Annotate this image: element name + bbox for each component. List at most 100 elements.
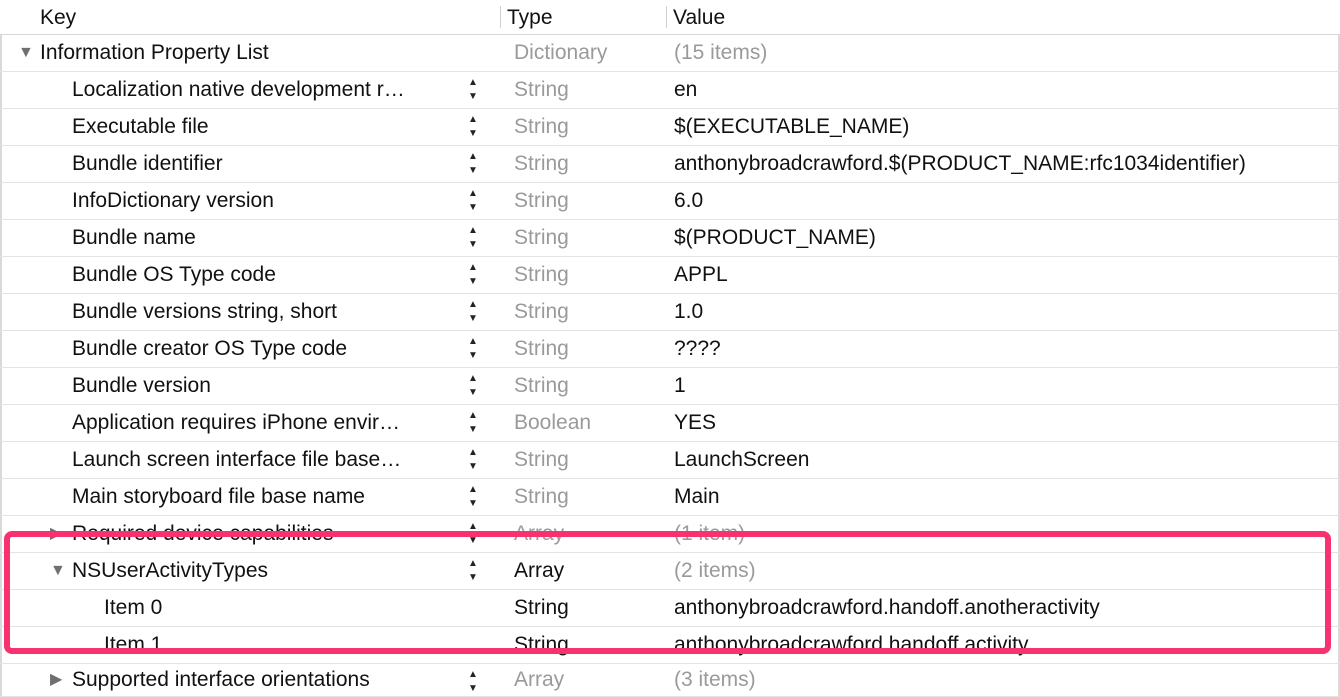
row-value[interactable]: Main xyxy=(674,485,720,508)
key-column-header[interactable]: Key xyxy=(40,6,77,29)
up-down-stepper-icon[interactable]: ▲▼ xyxy=(468,299,478,324)
table-row[interactable]: Localization native development r… ▲▼ St… xyxy=(0,72,1340,109)
row-value[interactable]: en xyxy=(674,78,698,101)
window-left-edge xyxy=(0,0,2,696)
row-value[interactable]: 1 xyxy=(674,374,686,397)
row-key: Bundle name xyxy=(72,226,196,249)
row-type[interactable]: String xyxy=(514,263,569,286)
row-value: (1 item) xyxy=(674,522,746,545)
row-type[interactable]: String xyxy=(514,300,569,323)
up-down-stepper-icon[interactable]: ▲▼ xyxy=(468,225,478,250)
row-type[interactable]: Array xyxy=(514,668,565,691)
table-row[interactable]: Bundle OS Type code ▲▼ String APPL xyxy=(0,257,1340,294)
row-type[interactable]: String xyxy=(514,374,569,397)
type-column-header[interactable]: Type xyxy=(507,6,553,29)
column-separator[interactable] xyxy=(500,6,501,28)
row-type[interactable]: String xyxy=(514,189,569,212)
row-value[interactable]: APPL xyxy=(674,263,728,286)
row-value[interactable]: $(EXECUTABLE_NAME) xyxy=(674,115,910,138)
row-key: Item 0 xyxy=(104,596,163,619)
up-down-stepper-icon[interactable]: ▲▼ xyxy=(468,558,478,583)
row-value[interactable]: anthonybroadcrawford.handoff.anotheracti… xyxy=(674,596,1100,619)
row-key: InfoDictionary version xyxy=(72,189,274,212)
disclosure-triangle-right-icon[interactable]: ▶ xyxy=(50,525,63,542)
table-row-activity-types[interactable]: ▼ NSUserActivityTypes ▲▼ Array (2 items) xyxy=(0,553,1340,590)
row-type[interactable]: String xyxy=(514,226,569,249)
value-column-header[interactable]: Value xyxy=(673,6,726,29)
disclosure-triangle-down-icon[interactable]: ▼ xyxy=(18,44,34,61)
row-value[interactable]: ???? xyxy=(674,337,721,360)
row-type[interactable]: String xyxy=(514,448,569,471)
row-key: Launch screen interface file base… xyxy=(72,448,402,471)
table-row-activity-item[interactable]: Item 1 String anthonybroadcrawford.hando… xyxy=(0,627,1340,664)
table-row[interactable]: Bundle creator OS Type code ▲▼ String ??… xyxy=(0,331,1340,368)
row-key: Application requires iPhone envir… xyxy=(72,411,401,434)
table-row[interactable]: InfoDictionary version ▲▼ String 6.0 xyxy=(0,183,1340,220)
row-key: Item 1 xyxy=(104,633,163,656)
disclosure-triangle-right-icon[interactable]: ▶ xyxy=(50,671,63,688)
row-value[interactable]: anthonybroadcrawford.handoff.activity xyxy=(674,633,1029,656)
column-header: Key Type Value xyxy=(0,0,1340,35)
table-row[interactable]: Launch screen interface file base… ▲▼ St… xyxy=(0,442,1340,479)
row-key: Bundle versions string, short xyxy=(72,300,337,323)
row-key: Supported interface orientations xyxy=(72,668,370,691)
table-row[interactable]: Application requires iPhone envir… ▲▼ Bo… xyxy=(0,405,1340,442)
up-down-stepper-icon[interactable]: ▲▼ xyxy=(468,336,478,361)
row-type[interactable]: Array xyxy=(514,559,565,582)
row-value: (3 items) xyxy=(674,668,756,691)
up-down-stepper-icon[interactable]: ▲▼ xyxy=(468,447,478,472)
table-row[interactable]: Executable file ▲▼ String $(EXECUTABLE_N… xyxy=(0,109,1340,146)
up-down-stepper-icon[interactable]: ▲▼ xyxy=(468,410,478,435)
up-down-stepper-icon[interactable]: ▲▼ xyxy=(468,77,478,102)
row-key: Main storyboard file base name xyxy=(72,485,365,508)
row-key: Executable file xyxy=(72,115,209,138)
row-value[interactable]: $(PRODUCT_NAME) xyxy=(674,226,876,249)
row-value[interactable]: LaunchScreen xyxy=(674,448,810,471)
row-value[interactable]: anthonybroadcrawford.$(PRODUCT_NAME:rfc1… xyxy=(674,152,1246,175)
row-key: Required device capabilities xyxy=(72,522,334,545)
row-type[interactable]: String xyxy=(514,633,569,656)
row-key: Bundle OS Type code xyxy=(72,263,276,286)
row-key: Bundle creator OS Type code xyxy=(72,337,348,360)
up-down-stepper-icon[interactable]: ▲▼ xyxy=(468,669,478,694)
row-type[interactable]: String xyxy=(514,596,569,619)
row-type[interactable]: String xyxy=(514,485,569,508)
row-key: Localization native development r… xyxy=(72,78,405,101)
row-value: (15 items) xyxy=(674,41,768,64)
up-down-stepper-icon[interactable]: ▲▼ xyxy=(468,188,478,213)
row-type: Dictionary xyxy=(514,41,608,64)
row-type[interactable]: String xyxy=(514,115,569,138)
window-right-edge xyxy=(1338,0,1340,696)
column-separator[interactable] xyxy=(666,6,667,28)
table-row[interactable]: Bundle version ▲▼ String 1 xyxy=(0,368,1340,405)
row-key: Bundle identifier xyxy=(72,152,223,175)
up-down-stepper-icon[interactable]: ▲▼ xyxy=(468,114,478,139)
up-down-stepper-icon[interactable]: ▲▼ xyxy=(468,262,478,287)
row-value[interactable]: YES xyxy=(674,411,717,434)
table-row-root[interactable]: ▼ Information Property List Dictionary (… xyxy=(0,35,1340,72)
up-down-stepper-icon[interactable]: ▲▼ xyxy=(468,521,478,546)
table-row[interactable]: Bundle identifier ▲▼ String anthonybroad… xyxy=(0,146,1340,183)
up-down-stepper-icon[interactable]: ▲▼ xyxy=(468,151,478,176)
row-type[interactable]: Boolean xyxy=(514,411,592,434)
table-row-activity-item[interactable]: Item 0 String anthonybroadcrawford.hando… xyxy=(0,590,1340,627)
row-value: (2 items) xyxy=(674,559,756,582)
row-type[interactable]: String xyxy=(514,152,569,175)
row-type[interactable]: String xyxy=(514,337,569,360)
row-value[interactable]: 1.0 xyxy=(674,300,704,323)
row-key: Information Property List xyxy=(40,41,269,64)
table-row-orientations[interactable]: ▶ Supported interface orientations ▲▼ Ar… xyxy=(0,664,1340,697)
row-key: NSUserActivityTypes xyxy=(72,559,269,582)
up-down-stepper-icon[interactable]: ▲▼ xyxy=(468,373,478,398)
table-row[interactable]: Bundle name ▲▼ String $(PRODUCT_NAME) xyxy=(0,220,1340,257)
row-type[interactable]: String xyxy=(514,78,569,101)
table-row[interactable]: Bundle versions string, short ▲▼ String … xyxy=(0,294,1340,331)
disclosure-triangle-down-icon[interactable]: ▼ xyxy=(50,562,66,579)
table-row-required-capabilities[interactable]: ▶ Required device capabilities ▲▼ Array … xyxy=(0,516,1340,553)
up-down-stepper-icon[interactable]: ▲▼ xyxy=(468,484,478,509)
row-type[interactable]: Array xyxy=(514,522,565,545)
row-value[interactable]: 6.0 xyxy=(674,189,704,212)
plist-table: ▼ Information Property List Dictionary (… xyxy=(0,35,1340,697)
table-row[interactable]: Main storyboard file base name ▲▼ String… xyxy=(0,479,1340,516)
row-key: Bundle version xyxy=(72,374,211,397)
